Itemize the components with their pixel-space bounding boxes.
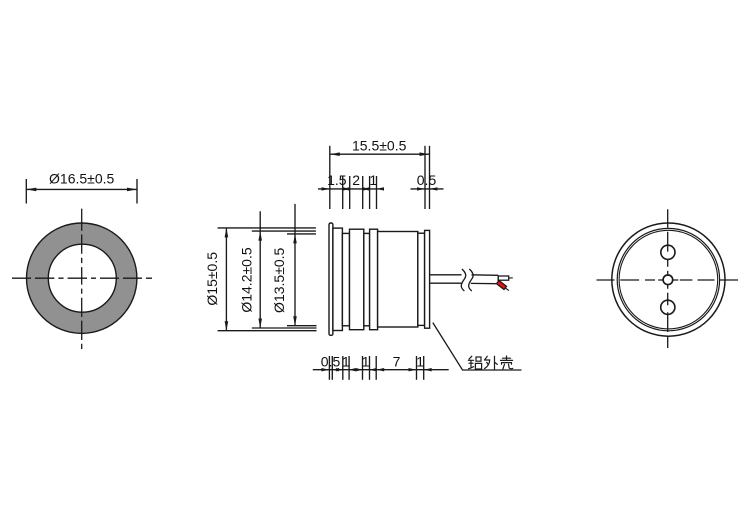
svg-text:0.5: 0.5 xyxy=(417,172,437,188)
svg-text:Ø13.5±0.5: Ø13.5±0.5 xyxy=(271,247,287,312)
svg-text:Ø16.5±0.5: Ø16.5±0.5 xyxy=(49,171,114,187)
svg-text:1.5: 1.5 xyxy=(327,172,347,188)
svg-text:Ø15±0.5: Ø15±0.5 xyxy=(204,252,220,306)
svg-text:1: 1 xyxy=(342,354,350,370)
svg-text:1: 1 xyxy=(416,354,424,370)
svg-text:15.5±0.5: 15.5±0.5 xyxy=(352,138,407,154)
svg-text:1: 1 xyxy=(369,172,377,188)
svg-text:1: 1 xyxy=(362,354,370,370)
svg-text:7: 7 xyxy=(393,354,401,370)
svg-text:0.5: 0.5 xyxy=(321,354,341,370)
svg-text:Ø14.2±0.5: Ø14.2±0.5 xyxy=(239,247,255,312)
svg-text:2: 2 xyxy=(352,172,360,188)
